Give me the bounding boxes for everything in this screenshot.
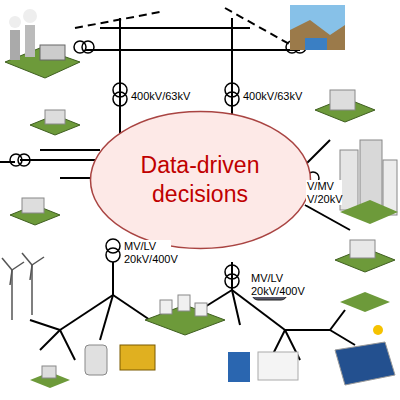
node-text: Data-driven decisions: [125, 151, 275, 209]
ellipse-outline: [89, 110, 312, 250]
voltage-label: 400kV/63kV: [242, 90, 314, 103]
voltage-label: V/MV V/20kV: [306, 180, 342, 205]
ellipse-shape: [90, 112, 310, 249]
voltage-label: 400kV/63kV: [130, 90, 202, 103]
voltage-label: MV/LV 20kV/400V: [250, 272, 298, 297]
voltage-label: MV/LV 20kV/400V: [123, 240, 171, 265]
decision-ellipse: Data-driven decisions: [89, 110, 312, 250]
